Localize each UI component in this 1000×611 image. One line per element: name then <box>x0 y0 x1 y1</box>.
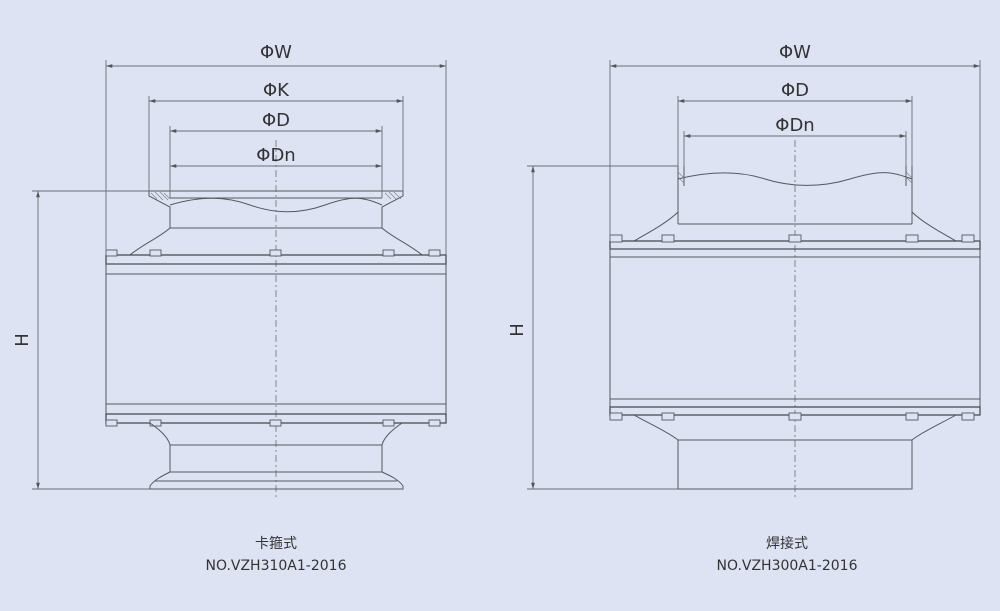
bottom-weld-neck <box>633 414 957 490</box>
dimension-w: ΦW <box>609 42 981 241</box>
clamp-type-caption: 卡箍式 NO.VZH310A1-2016 <box>126 533 426 577</box>
upper-transition <box>633 211 957 242</box>
dimension-dn: ΦDn <box>170 145 382 168</box>
label-w: ΦW <box>779 42 811 63</box>
caption-title: 焊接式 <box>766 536 808 552</box>
bottom-clamp-ferrule <box>149 422 404 490</box>
dimension-h: H <box>12 190 150 490</box>
label-h: H <box>12 333 33 347</box>
top-weld-neck <box>677 166 913 224</box>
dimension-dn: ΦDn <box>683 115 907 166</box>
dimension-d: ΦD <box>169 110 383 198</box>
label-k: ΦK <box>263 80 290 101</box>
dimension-w: ΦW <box>105 42 447 255</box>
dimension-k: ΦK <box>148 80 404 191</box>
label-dn: ΦDn <box>256 145 295 166</box>
dimension-h: H <box>507 165 678 490</box>
caption-title: 卡箍式 <box>255 536 297 552</box>
caption-model: NO.VZH300A1-2016 <box>716 558 858 574</box>
label-dn: ΦDn <box>775 115 814 136</box>
label-w: ΦW <box>260 42 292 63</box>
label-h: H <box>507 323 528 337</box>
dimension-d: ΦD <box>677 80 913 166</box>
clamp-type-diagram: ΦW ΦK ΦD ΦDn H <box>12 42 447 498</box>
label-d: ΦD <box>781 80 809 101</box>
top-clamp-ferrule <box>148 190 404 228</box>
upper-flange <box>609 240 981 258</box>
upper-transition <box>129 227 423 256</box>
upper-bolts <box>105 249 441 257</box>
lower-bolts <box>609 412 975 421</box>
lower-bolts <box>105 419 441 427</box>
label-d: ΦD <box>262 110 290 131</box>
caption-model: NO.VZH310A1-2016 <box>205 558 347 574</box>
weld-type-caption: 焊接式 NO.VZH300A1-2016 <box>637 533 937 577</box>
upper-bolts <box>609 234 975 243</box>
weld-type-diagram: ΦW ΦD ΦDn H <box>507 42 981 498</box>
